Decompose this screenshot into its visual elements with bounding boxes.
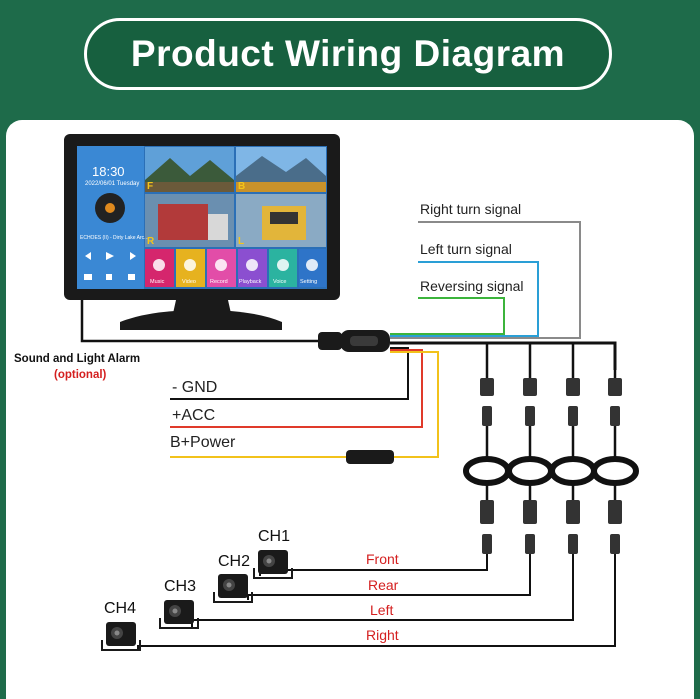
player-controls bbox=[84, 252, 136, 280]
gnd-wire bbox=[170, 347, 409, 400]
cable-ch2 bbox=[247, 343, 554, 600]
camera-ch1-icon bbox=[253, 550, 293, 579]
ch4-label: CH4 bbox=[104, 600, 137, 617]
right-label: Right bbox=[366, 627, 399, 643]
monitor-stand bbox=[120, 310, 282, 330]
main-connector bbox=[318, 330, 390, 352]
play-icon bbox=[106, 252, 114, 260]
reversing-label: Reversing signal bbox=[420, 278, 524, 294]
left-turn-wire bbox=[390, 261, 539, 337]
ch1-label: CH1 bbox=[258, 528, 291, 545]
menu-record-label: Record bbox=[210, 279, 228, 285]
screen-song: ECHOES (II) - Dirty Lake Arc... bbox=[80, 235, 149, 241]
prev-icon bbox=[85, 252, 91, 260]
ch3-label: CH3 bbox=[164, 578, 197, 595]
acc-label: +ACC bbox=[172, 407, 216, 424]
camera-quad bbox=[145, 147, 326, 247]
menu-video-label: Video bbox=[182, 279, 196, 285]
camera-ch2-icon bbox=[213, 574, 253, 603]
alarm-note: (optional) bbox=[54, 369, 107, 381]
menu-bar bbox=[145, 249, 326, 287]
next-icon bbox=[130, 252, 136, 260]
quad-label-b: B bbox=[238, 181, 246, 192]
volume-icon bbox=[128, 274, 135, 280]
repeat-icon bbox=[84, 274, 92, 280]
gnd-label: - GND bbox=[172, 379, 218, 396]
quad-label-f: F bbox=[147, 181, 154, 192]
camera-cables bbox=[137, 343, 639, 650]
right-turn-label: Right turn signal bbox=[420, 201, 522, 217]
monitor bbox=[64, 134, 340, 330]
title-banner: Product Wiring Diagram bbox=[84, 18, 612, 90]
alarm-cable bbox=[80, 300, 320, 343]
camera-ch4-icon bbox=[101, 622, 141, 651]
rear-label: Rear bbox=[368, 577, 399, 593]
reversing-wire bbox=[390, 297, 505, 335]
menu-playback-label: Playback bbox=[239, 279, 262, 285]
quad-label-l: L bbox=[238, 236, 245, 247]
right-turn-wire bbox=[390, 221, 581, 339]
menu-music-label: Music bbox=[150, 279, 165, 285]
cable-ch4 bbox=[137, 370, 639, 650]
quad-label-r: R bbox=[147, 236, 155, 247]
camera-ch3-icon bbox=[159, 600, 199, 629]
mute-icon bbox=[106, 274, 112, 280]
page-title: Product Wiring Diagram bbox=[130, 33, 566, 74]
front-label: Front bbox=[366, 551, 399, 567]
alarm-label: Sound and Light Alarm bbox=[14, 353, 141, 365]
screen-time: 18:30 bbox=[92, 164, 125, 179]
menu-setting-label: Setting bbox=[300, 279, 318, 285]
acc-wire bbox=[170, 349, 423, 428]
bpower-label: B+Power bbox=[170, 434, 236, 451]
left-label: Left bbox=[370, 602, 394, 618]
screen-date: 2022/06/01 Tuesday bbox=[85, 181, 140, 187]
camera-trunk bbox=[390, 341, 617, 370]
bpower-wire bbox=[170, 351, 439, 458]
fuse-holder bbox=[346, 450, 394, 464]
left-turn-label: Left turn signal bbox=[420, 241, 512, 257]
menu-voice-label: Voice bbox=[273, 279, 287, 285]
ch2-label: CH2 bbox=[218, 553, 251, 570]
